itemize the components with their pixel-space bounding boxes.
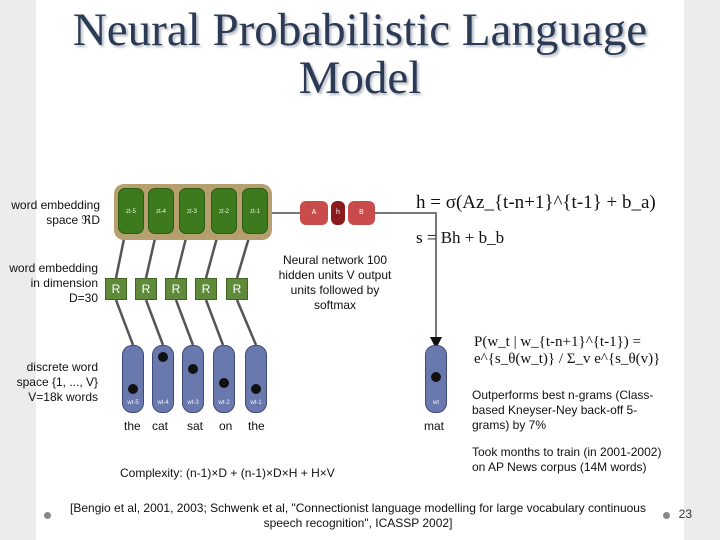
embedding-cell: zt-1 [242,188,268,234]
context-word: on [219,419,233,433]
r-matrix-box: R [226,278,248,300]
hidden-box-a: A [300,201,328,225]
label-embedding-dimension: word embedding in dimension D=30 [9,261,98,305]
hidden-box-b: B [348,201,375,225]
slide-title: Neural Probabilistic Language Model [72,4,648,104]
word-cell: wt-1 [245,345,267,413]
citation: [Bengio et al, 2001, 2003; Schwenk et al… [70,501,646,530]
embedding-cell: zt-5 [118,188,144,234]
r-matrix-box: R [195,278,217,300]
page-number: 23 [678,507,692,521]
one-hot-dot [128,384,138,394]
one-hot-dot [188,364,198,374]
right-side-bar [684,0,720,540]
word-cell: wt-5 [122,345,144,413]
equation-softmax: P(w_t | w_{t-n+1}^{t-1}) = e^{s_θ(w_t)} … [474,334,661,367]
label-outperforms: Outperforms best n-grams (Class-based Kn… [472,388,654,432]
label-embedding-space: word embedding space ℜD [11,198,100,227]
word-cell: wt-4 [152,345,174,413]
left-side-bar [0,0,36,540]
bullet-right [663,512,670,519]
hidden-box-h: h [331,201,345,225]
r-matrix-box: R [135,278,157,300]
word-cell: wt-3 [182,345,204,413]
target-word: mat [424,419,445,433]
context-word: the [124,419,141,433]
embedding-cell: zt-3 [179,188,205,234]
equation-hidden: h = σ(Az_{t-n+1}^{t-1} + b_a) [416,192,656,213]
one-hot-dot [251,384,261,394]
equation-output: s = Bh + b_b [416,228,505,247]
r-matrix-box: R [165,278,187,300]
embedding-cell: zt-4 [148,188,174,234]
context-word: sat [187,419,204,433]
one-hot-dot [219,378,229,388]
label-discrete-space: discrete word space {1, ..., V} V=18k wo… [16,360,98,404]
r-matrix-box: R [105,278,127,300]
context-word: cat [152,419,169,433]
bullet-left [44,512,51,519]
label-neural-network: Neural network 100 hidden units V output… [278,253,392,312]
label-took-months: Took months to train (in 2001-2002) on A… [472,445,662,474]
one-hot-dot [431,372,441,382]
context-word: the [248,419,265,433]
one-hot-dot [158,352,168,362]
embedding-cell: zt-2 [211,188,237,234]
label-complexity: Complexity: (n-1)×D + (n-1)×D×H + H×V [120,466,335,480]
